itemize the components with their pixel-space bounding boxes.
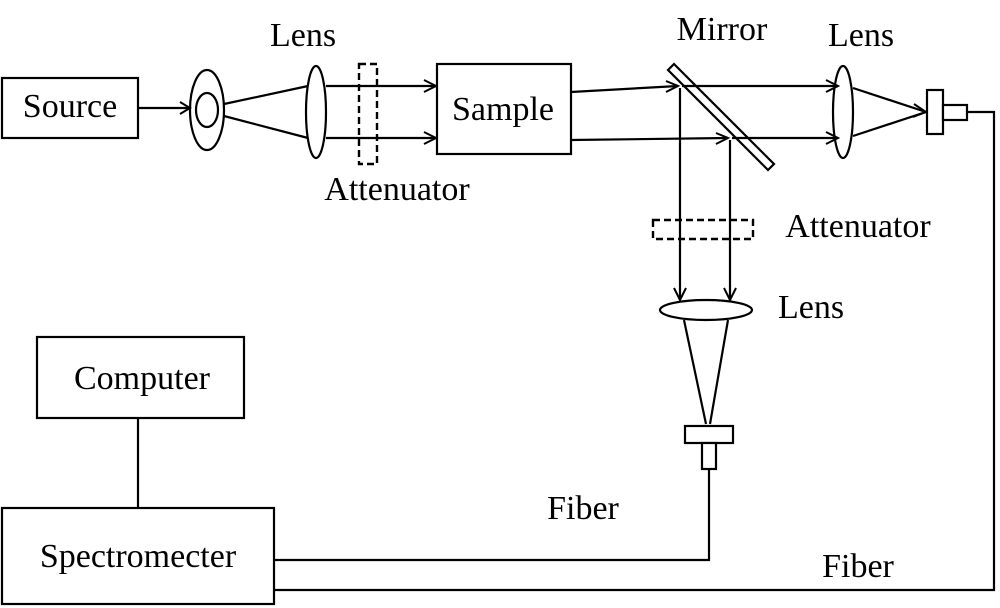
spectrometer-label: Spectromecter	[40, 538, 237, 575]
arrowhead-lens3-right	[723, 287, 737, 303]
lens-2-label: Lens	[828, 17, 894, 54]
arrowhead-mirror-top	[665, 80, 681, 93]
computer-box	[35, 335, 246, 420]
lens-1-icon	[304, 64, 328, 160]
arrowhead-mirror-bottom	[715, 132, 731, 145]
beam-diverge-top	[223, 84, 309, 106]
computer-block: Computer	[35, 335, 246, 420]
beam-down-converge-right	[708, 319, 730, 425]
attenuator-1-icon	[357, 62, 379, 166]
sample-box	[435, 62, 573, 156]
fiber-coupler-2	[925, 88, 969, 136]
beam-converge-top	[852, 86, 927, 114]
beam-down-converge-left	[682, 319, 708, 425]
sample-label: Sample	[452, 91, 554, 128]
beam-sample-to-mirror-bottom	[570, 136, 729, 142]
fiber-coupler-1	[683, 424, 735, 471]
lens-2-icon	[831, 64, 855, 160]
coupler-2-port	[941, 103, 969, 122]
fiber-1-label: Fiber	[547, 490, 619, 527]
source-box	[0, 76, 140, 140]
mirror-icon	[666, 62, 776, 172]
spectrometer-box	[0, 506, 276, 606]
arrowhead-lens2-top	[825, 79, 841, 93]
attenuator-2-icon	[651, 218, 755, 241]
collimator-element	[188, 68, 226, 152]
fiber-2-label: Fiber	[822, 548, 894, 585]
coupler-1-body	[683, 424, 735, 445]
beam-diverge-bottom	[223, 114, 309, 140]
collimator-inner-icon	[194, 91, 220, 129]
arrowhead-lens3-left	[673, 287, 687, 303]
lens-3-icon	[658, 298, 754, 322]
lens-1-label: Lens	[270, 17, 336, 54]
fiber-1-cable	[274, 469, 711, 562]
source-block: Source	[0, 76, 140, 140]
mirror-label: Mirror	[677, 11, 768, 48]
beam-sample-to-mirror-top	[570, 84, 679, 94]
fiber-2-cable	[274, 110, 996, 592]
attenuator-1-label: Attenuator	[324, 171, 470, 208]
collimator-outer-icon	[188, 68, 226, 152]
sample-block: Sample	[435, 62, 573, 156]
attenuator-2-label: Attenuator	[785, 208, 931, 245]
source-label: Source	[23, 88, 117, 125]
arrowhead-lens2-bottom	[825, 131, 841, 145]
spectrometer-block: Spectromecter	[0, 506, 276, 606]
lens-3-label: Lens	[778, 289, 844, 326]
coupler-2-body	[925, 88, 945, 136]
computer-label: Computer	[74, 360, 211, 397]
coupler-1-port	[700, 441, 718, 471]
